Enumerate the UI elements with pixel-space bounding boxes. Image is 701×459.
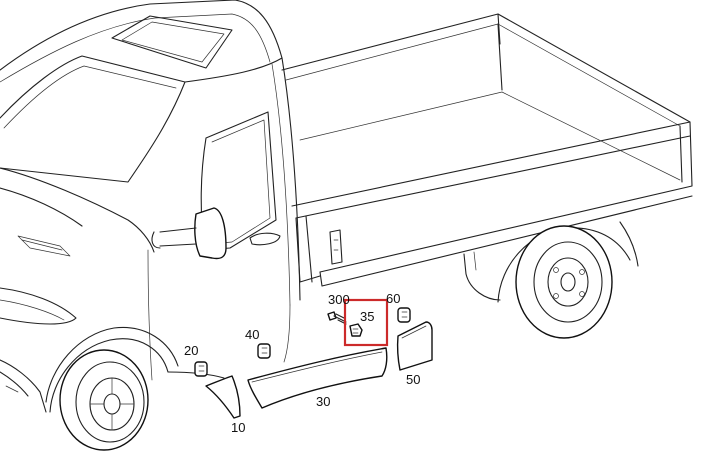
- label-part-20: 20: [184, 343, 198, 358]
- label-part-50: 50: [406, 372, 420, 387]
- flatbed: [281, 13, 693, 301]
- part-30-sill-trim[interactable]: [247, 347, 388, 409]
- rear-wheel: [497, 225, 631, 339]
- part-20-clip[interactable]: [194, 361, 208, 377]
- label-part-300: 300: [328, 292, 350, 307]
- part-60-clip[interactable]: [397, 307, 411, 323]
- label-part-35: 35: [360, 309, 374, 324]
- label-part-60: 60: [386, 291, 400, 306]
- van-cab: [0, 0, 301, 451]
- part-50-rear-trim[interactable]: [396, 321, 433, 371]
- label-part-10: 10: [231, 420, 245, 435]
- part-35-clip[interactable]: [349, 323, 363, 337]
- part-40-clip[interactable]: [257, 343, 271, 359]
- part-10-trim-strip[interactable]: [205, 375, 241, 419]
- highlight-box: [343, 298, 389, 347]
- part-300-screw[interactable]: [327, 311, 347, 325]
- label-part-30: 30: [316, 394, 330, 409]
- label-part-40: 40: [245, 327, 259, 342]
